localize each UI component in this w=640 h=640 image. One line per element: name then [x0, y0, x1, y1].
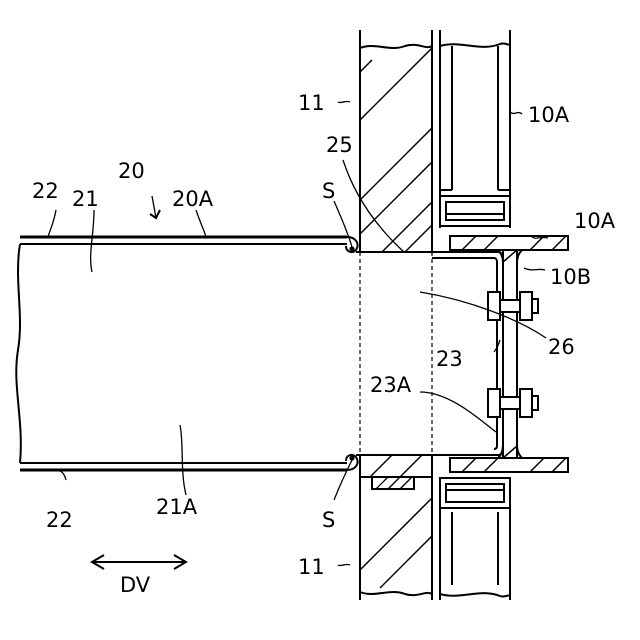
duct-member-20	[16, 237, 500, 470]
label-11-top: 11	[298, 91, 325, 115]
frame-10A-lower	[440, 478, 510, 600]
frame-10A-upper	[440, 30, 510, 228]
label-23A: 23A	[370, 373, 412, 397]
label-21A: 21A	[156, 495, 198, 519]
label-21: 21	[72, 187, 99, 211]
wall-11-upper	[360, 30, 432, 252]
label-26: 26	[548, 335, 575, 359]
label-s-top: S	[322, 179, 335, 203]
label-10A-right: 10A	[574, 209, 616, 233]
label-20: 20	[118, 159, 145, 183]
label-22-bottom: 22	[46, 508, 73, 532]
label-10B: 10B	[550, 265, 591, 289]
web-10B	[498, 250, 522, 458]
label-25: 25	[326, 133, 353, 157]
label-10A-upper: 10A	[528, 103, 570, 127]
wall-11-lower	[360, 455, 432, 600]
label-dv: DV	[120, 573, 151, 597]
label-s-bottom: S	[322, 508, 335, 532]
label-20A: 20A	[172, 187, 214, 211]
label-23: 23	[436, 347, 463, 371]
dv-direction-arrow	[92, 555, 186, 569]
label-22-top: 22	[32, 179, 59, 203]
label-11-bottom: 11	[298, 555, 325, 579]
